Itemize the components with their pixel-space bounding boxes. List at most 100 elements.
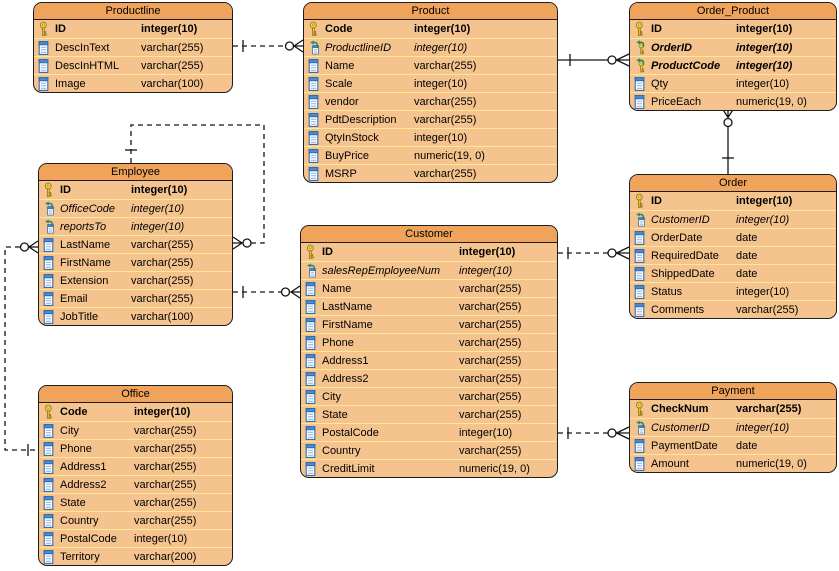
entity-office[interactable]: Office Code integer(10) City varchar(255… bbox=[38, 385, 233, 566]
column-row[interactable]: State varchar(255) bbox=[39, 493, 232, 511]
column-row[interactable]: ID integer(10) bbox=[630, 192, 836, 210]
column-row[interactable]: OrderID integer(10) bbox=[630, 38, 836, 56]
column-row[interactable]: Image varchar(100) bbox=[34, 74, 232, 92]
entity-productline[interactable]: Productline ID integer(10) DescInText va… bbox=[33, 2, 233, 93]
column-list: ID integer(10) CustomerID integer(10) Or… bbox=[630, 192, 836, 318]
column-row[interactable]: ID integer(10) bbox=[630, 20, 836, 38]
column-row[interactable]: DescInHTML varchar(255) bbox=[34, 56, 232, 74]
column-row[interactable]: QtyInStock integer(10) bbox=[304, 128, 557, 146]
column-row[interactable]: vendor varchar(255) bbox=[304, 92, 557, 110]
column-row[interactable]: Extension varchar(255) bbox=[39, 271, 232, 289]
col-icon bbox=[308, 148, 319, 163]
column-name: ID bbox=[322, 246, 333, 258]
col-icon bbox=[43, 477, 54, 492]
column-row[interactable]: Phone varchar(255) bbox=[39, 439, 232, 457]
column-row[interactable]: Qty integer(10) bbox=[630, 74, 836, 92]
relationship-product-order-product[interactable] bbox=[558, 53, 630, 67]
column-row[interactable]: Email varchar(255) bbox=[39, 289, 232, 307]
entity-product[interactable]: Product Code integer(10) ProductlineID i… bbox=[303, 2, 558, 183]
entity-employee[interactable]: Employee ID integer(10) OfficeCode integ… bbox=[38, 163, 233, 326]
column-row[interactable]: PdtDescription varchar(255) bbox=[304, 110, 557, 128]
column-name: Country bbox=[60, 514, 99, 527]
column-row[interactable]: ProductlineID integer(10) bbox=[304, 38, 557, 56]
col-icon bbox=[305, 425, 316, 440]
column-row[interactable]: reportsTo integer(10) bbox=[39, 217, 232, 235]
column-row[interactable]: ID integer(10) bbox=[301, 243, 557, 261]
relationship-office-employee[interactable] bbox=[4, 240, 39, 456]
column-row[interactable]: JobTitle varchar(100) bbox=[39, 307, 232, 325]
relationship-productline-product[interactable] bbox=[233, 39, 304, 53]
column-type: integer(10) bbox=[736, 78, 790, 90]
column-row[interactable]: Phone varchar(255) bbox=[301, 333, 557, 351]
column-row[interactable]: Comments varchar(255) bbox=[630, 300, 836, 318]
column-row[interactable]: Address1 varchar(255) bbox=[301, 351, 557, 369]
entity-title[interactable]: Order bbox=[630, 175, 836, 192]
relationship-customer-order[interactable] bbox=[558, 246, 630, 260]
column-row[interactable]: Status integer(10) bbox=[630, 282, 836, 300]
column-row[interactable]: OfficeCode integer(10) bbox=[39, 199, 232, 217]
column-row[interactable]: OrderDate date bbox=[630, 228, 836, 246]
column-row[interactable]: ID integer(10) bbox=[34, 20, 232, 38]
column-row[interactable]: State varchar(255) bbox=[301, 405, 557, 423]
column-row[interactable]: DescInText varchar(255) bbox=[34, 38, 232, 56]
column-row[interactable]: ProductCode integer(10) bbox=[630, 56, 836, 74]
entity-payment[interactable]: Payment CheckNum varchar(255) CustomerID… bbox=[629, 382, 837, 473]
column-row[interactable]: BuyPrice numeric(19, 0) bbox=[304, 146, 557, 164]
column-type: varchar(255) bbox=[134, 425, 197, 437]
column-row[interactable]: Scale integer(10) bbox=[304, 74, 557, 92]
column-row[interactable]: CustomerID integer(10) bbox=[630, 418, 836, 436]
column-row[interactable]: City varchar(255) bbox=[39, 421, 232, 439]
column-row[interactable]: ShippedDate date bbox=[630, 264, 836, 282]
column-row[interactable]: City varchar(255) bbox=[301, 387, 557, 405]
column-row[interactable]: Address1 varchar(255) bbox=[39, 457, 232, 475]
column-row[interactable]: CustomerID integer(10) bbox=[630, 210, 836, 228]
entity-title[interactable]: Productline bbox=[34, 3, 232, 20]
entity-title[interactable]: Employee bbox=[39, 164, 232, 181]
column-row[interactable]: RequiredDate date bbox=[630, 246, 836, 264]
relationship-customer-payment[interactable] bbox=[558, 426, 630, 440]
fk-icon bbox=[633, 212, 646, 228]
column-row[interactable]: Address2 varchar(255) bbox=[39, 475, 232, 493]
column-row[interactable]: Country varchar(255) bbox=[39, 511, 232, 529]
column-row[interactable]: FirstName varchar(255) bbox=[39, 253, 232, 271]
column-type: integer(10) bbox=[736, 42, 793, 54]
entity-title[interactable]: Payment bbox=[630, 383, 836, 400]
column-row[interactable]: MSRP varchar(255) bbox=[304, 164, 557, 182]
relationship-employee-self-reportsto[interactable] bbox=[125, 124, 265, 250]
column-row[interactable]: PostalCode integer(10) bbox=[39, 529, 232, 547]
col-icon bbox=[38, 58, 49, 73]
column-row[interactable]: FirstName varchar(255) bbox=[301, 315, 557, 333]
entity-order-product[interactable]: Order_Product ID integer(10) OrderID int… bbox=[629, 2, 837, 111]
entity-title[interactable]: Product bbox=[304, 3, 557, 20]
column-row[interactable]: Name varchar(255) bbox=[304, 56, 557, 74]
column-row[interactable]: salesRepEmployeeNum integer(10) bbox=[301, 261, 557, 279]
entity-customer[interactable]: Customer ID integer(10) salesRepEmployee… bbox=[300, 225, 558, 478]
column-row[interactable]: Code integer(10) bbox=[39, 403, 232, 421]
column-row[interactable]: Amount numeric(19, 0) bbox=[630, 454, 836, 472]
column-row[interactable]: Territory varchar(200) bbox=[39, 547, 232, 565]
column-row[interactable]: Name varchar(255) bbox=[301, 279, 557, 297]
entity-title[interactable]: Office bbox=[39, 386, 232, 403]
column-row[interactable]: CreditLimit numeric(19, 0) bbox=[301, 459, 557, 477]
column-row[interactable]: ID integer(10) bbox=[39, 181, 232, 199]
fk-icon bbox=[307, 40, 320, 56]
column-list: ID integer(10) OrderID integer(10) Produ… bbox=[630, 20, 836, 110]
column-type: varchar(255) bbox=[736, 304, 799, 316]
relationship-employee-customer[interactable] bbox=[233, 285, 301, 299]
column-row[interactable]: Address2 varchar(255) bbox=[301, 369, 557, 387]
column-row[interactable]: CheckNum varchar(255) bbox=[630, 400, 836, 418]
column-type: date bbox=[736, 232, 758, 244]
column-row[interactable]: PaymentDate date bbox=[630, 436, 836, 454]
entity-title[interactable]: Order_Product bbox=[630, 3, 836, 20]
column-row[interactable]: LastName varchar(255) bbox=[39, 235, 232, 253]
column-name: Email bbox=[60, 292, 88, 305]
entity-title[interactable]: Customer bbox=[301, 226, 557, 243]
column-row[interactable]: Country varchar(255) bbox=[301, 441, 557, 459]
column-row[interactable]: PostalCode integer(10) bbox=[301, 423, 557, 441]
column-row[interactable]: LastName varchar(255) bbox=[301, 297, 557, 315]
relationship-order-order-product[interactable] bbox=[721, 107, 735, 174]
column-row[interactable]: Code integer(10) bbox=[304, 20, 557, 38]
column-list: ID integer(10) OfficeCode integer(10) re… bbox=[39, 181, 232, 325]
column-row[interactable]: PriceEach numeric(19, 0) bbox=[630, 92, 836, 110]
entity-order[interactable]: Order ID integer(10) CustomerID integer(… bbox=[629, 174, 837, 319]
